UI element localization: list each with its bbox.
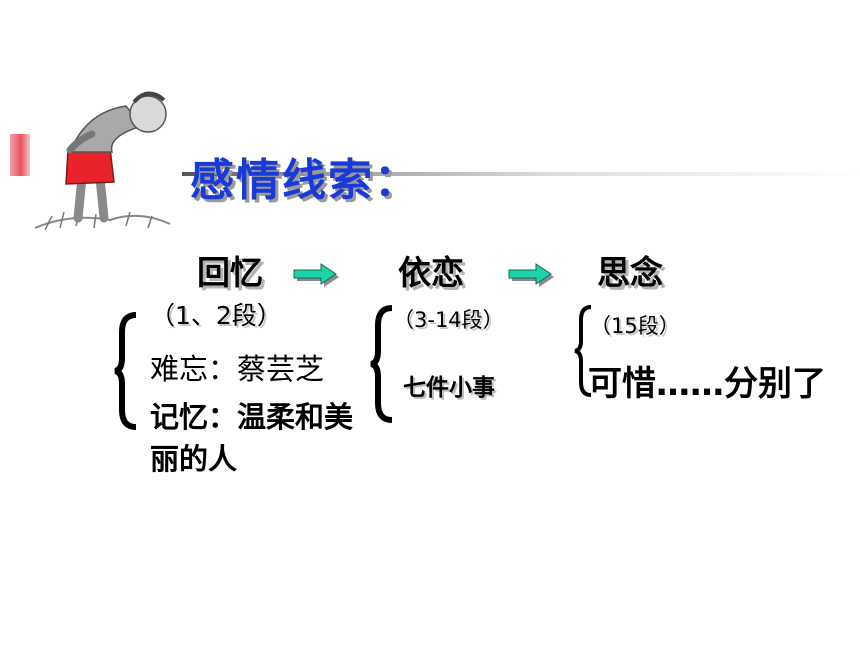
stage-heading-longing: 思念 bbox=[597, 253, 663, 292]
stage-heading-attachment: 依恋 bbox=[398, 253, 464, 292]
arrow-right-icon bbox=[508, 263, 554, 287]
detail-recall-unforgettable: 难忘：蔡芸芝 bbox=[150, 352, 325, 386]
title-underline bbox=[182, 172, 860, 176]
detail-recall-memory: 记忆：温柔和美丽的人 bbox=[150, 400, 354, 476]
detail-longing-parting: 可惜……分别了 bbox=[588, 364, 826, 404]
paragraph-range-attachment: （3-14段） bbox=[393, 308, 504, 332]
detail-attachment-events: 七件小事 bbox=[403, 375, 495, 401]
arrow-right-icon bbox=[293, 263, 339, 287]
left-brace-icon bbox=[370, 305, 393, 423]
accent-bar bbox=[10, 134, 30, 176]
child-bending-clipart bbox=[34, 91, 171, 231]
stage-heading-recall: 回忆 bbox=[197, 253, 263, 292]
left-brace-icon bbox=[574, 305, 592, 397]
paragraph-range-recall: （1、2段） bbox=[150, 301, 282, 330]
slide-title: 感情线索： bbox=[190, 155, 420, 206]
paragraph-range-longing: （15段） bbox=[590, 314, 680, 338]
left-brace-icon bbox=[114, 312, 137, 430]
